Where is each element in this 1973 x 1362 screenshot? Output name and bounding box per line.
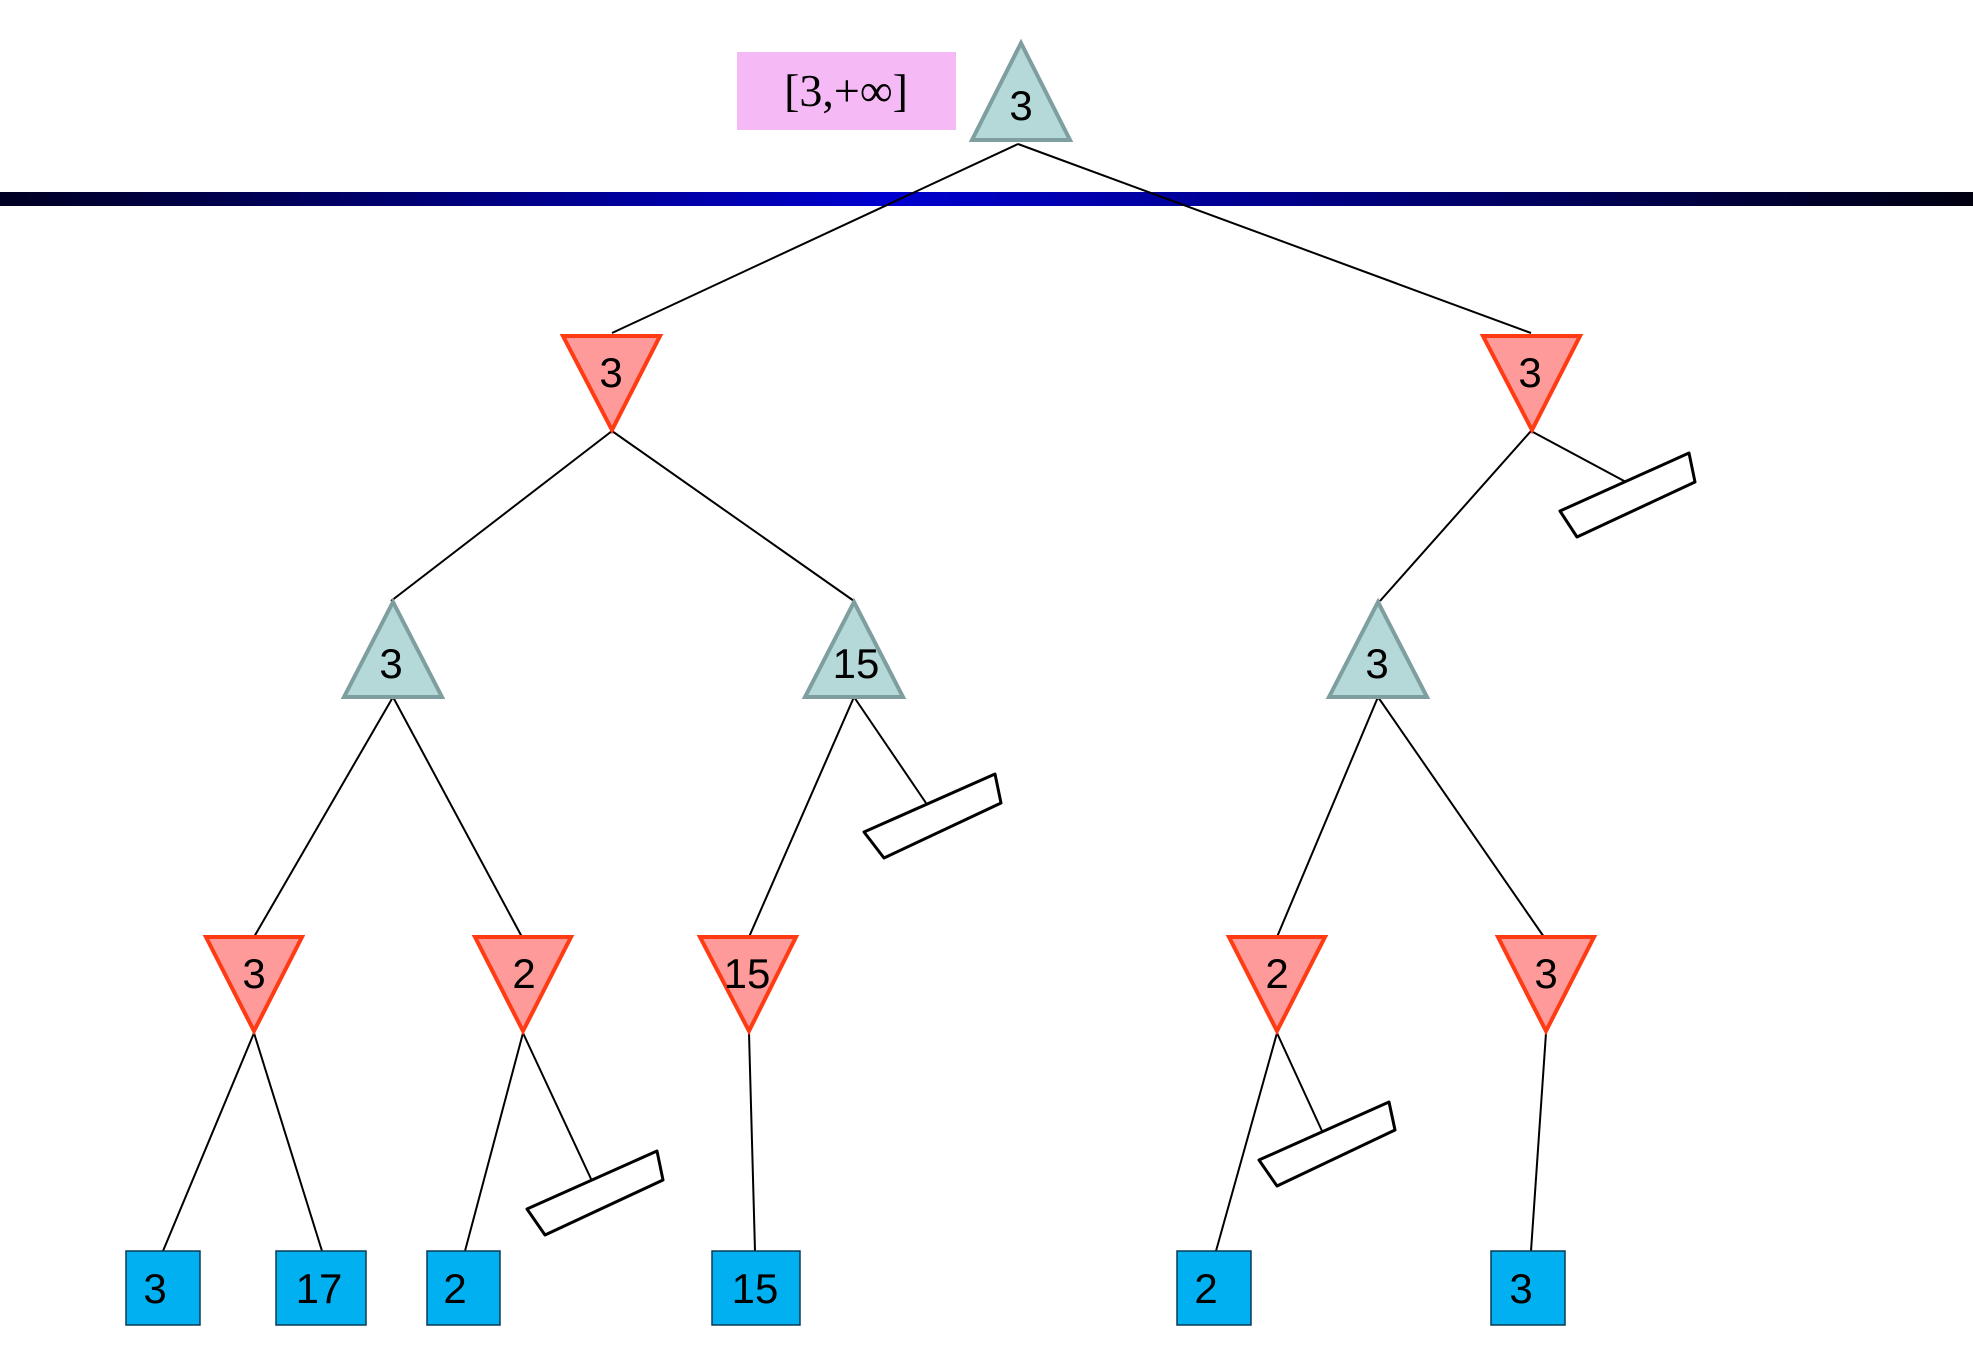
edge — [1215, 1032, 1278, 1252]
edge — [1530, 1032, 1547, 1252]
pruned-branch-marker — [1257, 1100, 1397, 1188]
min-node: 15 — [696, 935, 800, 1036]
node-value: 15 — [724, 950, 771, 997]
min-node: 3 — [1479, 334, 1584, 435]
pruned-branch-marker — [1558, 451, 1697, 539]
edge — [1276, 696, 1379, 938]
edge — [1379, 430, 1532, 602]
min-triangle — [202, 935, 306, 1036]
leaf-node: 2 — [1176, 1250, 1252, 1326]
max-triangle — [1325, 597, 1431, 699]
edge — [162, 1032, 255, 1252]
leaf-value: 3 — [1509, 1265, 1532, 1312]
leaf-node: 15 — [711, 1250, 801, 1326]
leaf-node: 2 — [426, 1250, 501, 1326]
leaf-value: 17 — [296, 1265, 343, 1312]
edge — [1276, 1032, 1323, 1132]
leaf-node: 3 — [125, 1250, 201, 1326]
node-value: 3 — [1009, 82, 1032, 129]
edge — [748, 696, 855, 938]
leaf-node: 3 — [1490, 1250, 1566, 1326]
min-triangle — [471, 935, 575, 1036]
leaf-box — [1490, 1250, 1566, 1326]
node-value: 3 — [1534, 950, 1557, 997]
bound-label: [3,+∞] — [784, 65, 908, 116]
edge — [253, 696, 394, 938]
edge — [611, 143, 1019, 334]
edge — [1530, 430, 1627, 483]
edge — [1017, 143, 1532, 334]
node-value: 3 — [379, 640, 402, 687]
min-triangle — [1494, 935, 1598, 1036]
tree-edges — [162, 143, 1627, 1252]
leaf-box — [275, 1250, 367, 1326]
node-value: 2 — [1265, 950, 1288, 997]
leaf-value: 3 — [143, 1265, 166, 1312]
max-node: 3 — [968, 38, 1074, 142]
leaf-value: 2 — [1194, 1265, 1217, 1312]
node-value: 2 — [512, 950, 535, 997]
edge — [853, 696, 927, 804]
leaf-box — [711, 1250, 801, 1326]
leaf-value: 15 — [732, 1265, 779, 1312]
leaf-value: 2 — [443, 1265, 466, 1312]
edge — [390, 430, 613, 602]
min-triangle — [559, 334, 664, 435]
min-node: 3 — [1494, 935, 1598, 1036]
node-value: 3 — [242, 950, 265, 997]
bound-box — [737, 52, 956, 130]
max-triangle — [801, 597, 907, 699]
leaf-node: 17 — [275, 1250, 367, 1326]
node-value: 15 — [833, 640, 880, 687]
edge — [253, 1032, 323, 1252]
min-triangle — [1225, 935, 1329, 1036]
leaf-box — [125, 1250, 201, 1326]
edge — [611, 430, 855, 602]
max-node: 3 — [340, 597, 446, 699]
min-node: 3 — [202, 935, 306, 1036]
pruned-branch-marker — [862, 772, 1003, 860]
min-node: 3 — [559, 334, 664, 435]
edge — [392, 696, 523, 938]
edge — [464, 1032, 524, 1252]
min-triangle — [1479, 334, 1584, 435]
max-triangle — [340, 597, 446, 699]
min-node: 2 — [1225, 935, 1329, 1036]
max-triangle — [968, 38, 1074, 142]
min-node: 2 — [471, 935, 575, 1036]
edge — [522, 1032, 593, 1182]
max-node: 3 — [1325, 597, 1431, 699]
pruned-branch-marker — [525, 1149, 665, 1237]
leaf-box — [1176, 1250, 1252, 1326]
min-triangle — [696, 935, 800, 1036]
header-rule — [0, 192, 1973, 206]
leaf-box — [426, 1250, 501, 1326]
edge — [1377, 696, 1545, 938]
pruned-branches — [525, 451, 1697, 1237]
bound-annotation: [3,+∞] — [737, 52, 956, 130]
edge — [748, 1032, 756, 1252]
max-node: 15 — [801, 597, 907, 699]
node-value: 3 — [1365, 640, 1388, 687]
node-value: 3 — [1518, 349, 1541, 396]
node-value: 3 — [599, 349, 622, 396]
